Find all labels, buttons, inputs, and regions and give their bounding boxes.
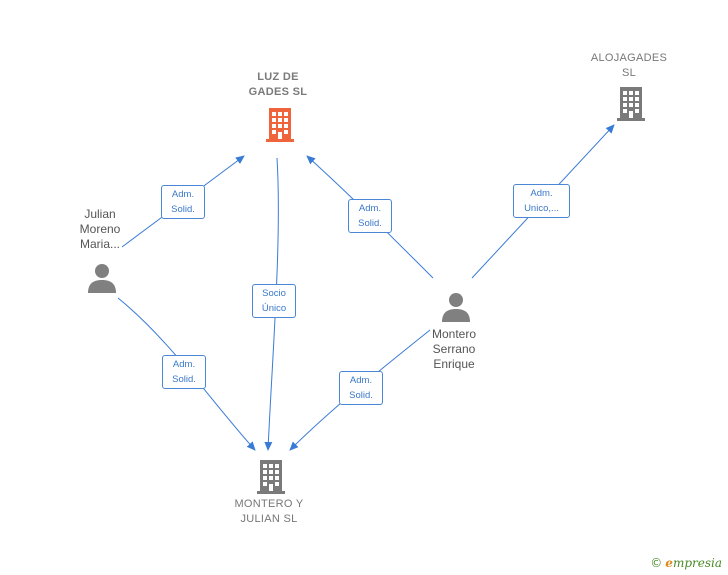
building-icon[interactable] xyxy=(255,458,287,494)
person-label-montero-serrano[interactable]: Montero Serrano Enrique xyxy=(431,327,477,371)
edge-label-socio-unico[interactable]: Socio Único xyxy=(252,284,296,318)
building-icon[interactable] xyxy=(264,106,296,142)
person-icon[interactable] xyxy=(86,262,118,294)
brand-logo-text: mpresia xyxy=(672,556,722,570)
edge-label-montero-luz[interactable]: Adm. Solid. xyxy=(348,199,392,233)
edge-label-julian-luz[interactable]: Adm. Solid. xyxy=(161,185,205,219)
copyright-icon: © xyxy=(650,556,663,570)
company-label-luz-de-gades[interactable]: LUZ DE GADES SL xyxy=(248,71,308,98)
person-icon[interactable] xyxy=(440,291,472,323)
company-label-montero-y-julian[interactable]: MONTERO Y JULIAN SL xyxy=(234,498,304,525)
building-icon[interactable] xyxy=(615,85,647,121)
edge-label-montero-alojagades[interactable]: Adm. Unico,... xyxy=(513,184,570,218)
person-label-julian-moreno[interactable]: Julian Moreno Maria... xyxy=(79,207,121,251)
footer-brand[interactable]: ©empresia xyxy=(650,556,722,570)
brand-logo-first-letter: e xyxy=(665,556,673,570)
edge-label-montero-montero-julian[interactable]: Adm. Solid. xyxy=(339,371,383,405)
company-label-alojagades[interactable]: ALOJAGADES SL xyxy=(590,52,668,79)
edge-label-julian-montero-julian[interactable]: Adm. Solid. xyxy=(162,355,206,389)
